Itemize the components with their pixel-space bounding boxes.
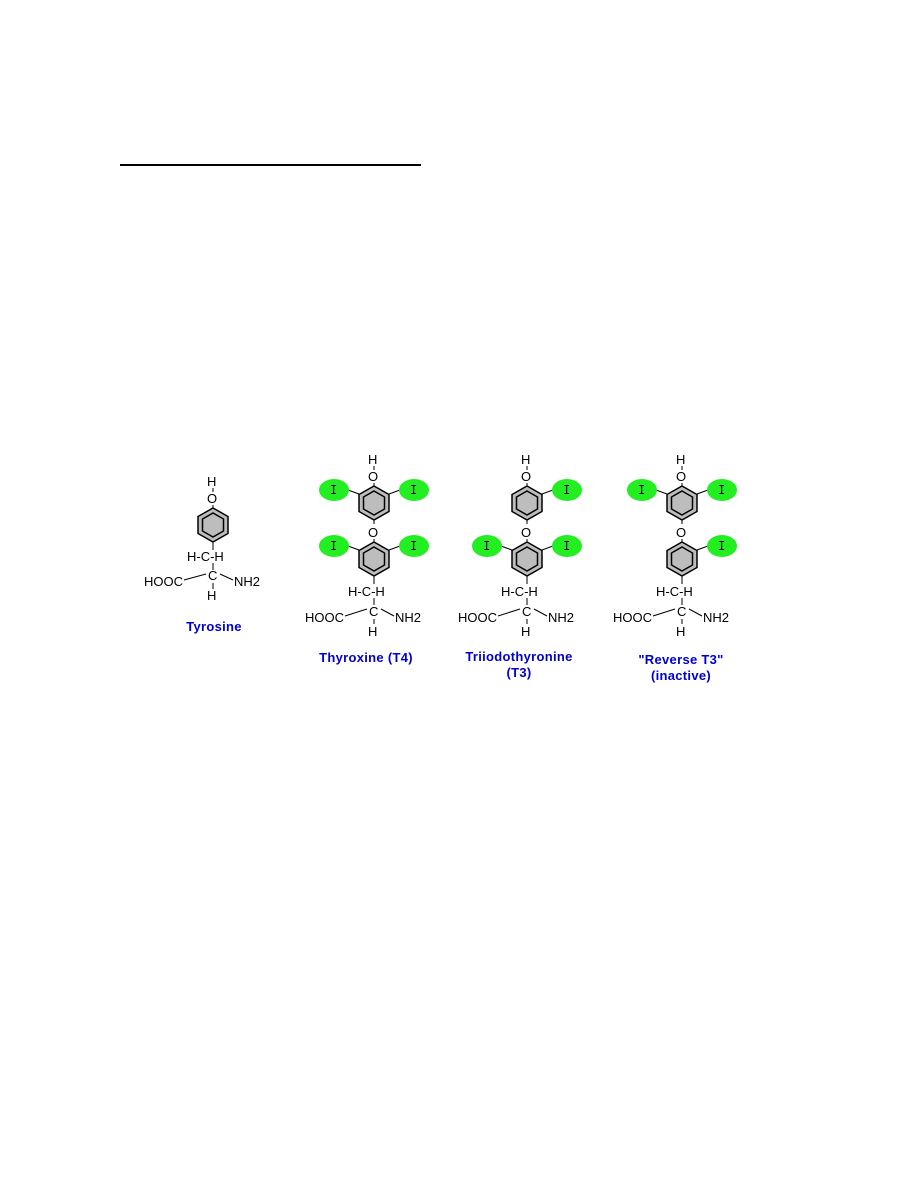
- inner-ring: [511, 541, 543, 577]
- alpha-hydrogen-label: H: [521, 624, 530, 639]
- ether-oxygen-label: O: [521, 525, 531, 540]
- iodine-label: I: [563, 539, 570, 553]
- alpha-carbon-label: C: [208, 568, 217, 583]
- alpha-hydrogen-label: H: [676, 624, 685, 639]
- carboxyl-label: HOOC: [305, 610, 344, 625]
- methylene-label: H-C-H: [348, 584, 385, 599]
- alpha-hydrogen-label: H: [368, 624, 377, 639]
- iodine-atom: [399, 535, 429, 557]
- iodine-atom: [627, 479, 657, 501]
- hydroxyl-oxygen-label: O: [368, 469, 378, 484]
- caption-line: Tyrosine: [186, 619, 242, 634]
- methylene-label: H-C-H: [187, 549, 224, 564]
- hydroxyl-hydrogen-label: H: [676, 452, 685, 467]
- ether-oxygen-label: O: [368, 525, 378, 540]
- amine-label: NH2: [548, 610, 574, 625]
- caption-thyroxine: Thyroxine (T4): [296, 650, 436, 666]
- ether-oxygen-label: O: [676, 525, 686, 540]
- molecule-triiodothyronine: H O I O I I H-C-H HOOC C NH2 H: [458, 452, 582, 639]
- molecule-thyroxine: H O I I O I I H-C-H HOOC C NH2 H: [305, 452, 429, 639]
- iodine-atom: [319, 479, 349, 501]
- iodine-label: I: [718, 539, 725, 553]
- outer-ring: [358, 485, 390, 521]
- iodine-atom: [399, 479, 429, 501]
- hydroxyl-hydrogen-label: H: [521, 452, 530, 467]
- caption-line: Thyroxine (T4): [319, 650, 413, 665]
- hydroxyl-oxygen-label: O: [676, 469, 686, 484]
- inner-ring: [358, 541, 390, 577]
- iodine-atom: [319, 535, 349, 557]
- hydroxyl-hydrogen-label: H: [368, 452, 377, 467]
- caption-line: (T3): [506, 665, 532, 680]
- iodine-label: I: [330, 539, 337, 553]
- iodine-label: I: [718, 483, 725, 497]
- iodine-label: I: [410, 483, 417, 497]
- caption-line: "Reverse T3": [638, 652, 724, 667]
- benzene-ring: [197, 507, 229, 543]
- amine-label: NH2: [234, 574, 260, 589]
- iodine-label: I: [638, 483, 645, 497]
- caption-line: (inactive): [650, 668, 712, 683]
- carboxyl-label: HOOC: [458, 610, 497, 625]
- alpha-carbon-label: C: [677, 604, 686, 619]
- outer-ring: [511, 485, 543, 521]
- carboxyl-label: HOOC: [613, 610, 652, 625]
- caption-line: Triiodothyronine: [465, 649, 573, 664]
- iodine-label: I: [410, 539, 417, 553]
- iodine-atom: [552, 535, 582, 557]
- alpha-carbon-label: C: [369, 604, 378, 619]
- alpha-hydrogen-label: H: [207, 588, 216, 603]
- caption-reverse-t3: "Reverse T3" (inactive): [606, 652, 756, 684]
- iodine-atom: [472, 535, 502, 557]
- title-underline-rule: [120, 164, 421, 166]
- alpha-carbon-label: C: [522, 604, 531, 619]
- caption-tyrosine: Tyrosine: [158, 619, 270, 635]
- hydroxyl-hydrogen-label: H: [207, 474, 216, 489]
- molecule-tyrosine: H O H-C-H HOOC C NH2 H: [144, 474, 260, 603]
- methylene-label: H-C-H: [501, 584, 538, 599]
- iodine-label: I: [483, 539, 490, 553]
- amine-label: NH2: [395, 610, 421, 625]
- hydroxyl-oxygen-label: O: [207, 491, 217, 506]
- iodine-atom: [552, 479, 582, 501]
- caption-triiodothyronine: Triiodothyronine (T3): [444, 649, 594, 681]
- iodine-label: I: [330, 483, 337, 497]
- molecule-reverse-t3: H O I I O I H-C-H HOOC C NH2 H: [613, 452, 737, 639]
- amine-label: NH2: [703, 610, 729, 625]
- iodine-label: I: [563, 483, 570, 497]
- iodine-atom: [707, 535, 737, 557]
- inner-ring: [666, 541, 698, 577]
- outer-ring: [666, 485, 698, 521]
- methylene-label: H-C-H: [656, 584, 693, 599]
- carboxyl-label: HOOC: [144, 574, 183, 589]
- hydroxyl-oxygen-label: O: [521, 469, 531, 484]
- iodine-atom: [707, 479, 737, 501]
